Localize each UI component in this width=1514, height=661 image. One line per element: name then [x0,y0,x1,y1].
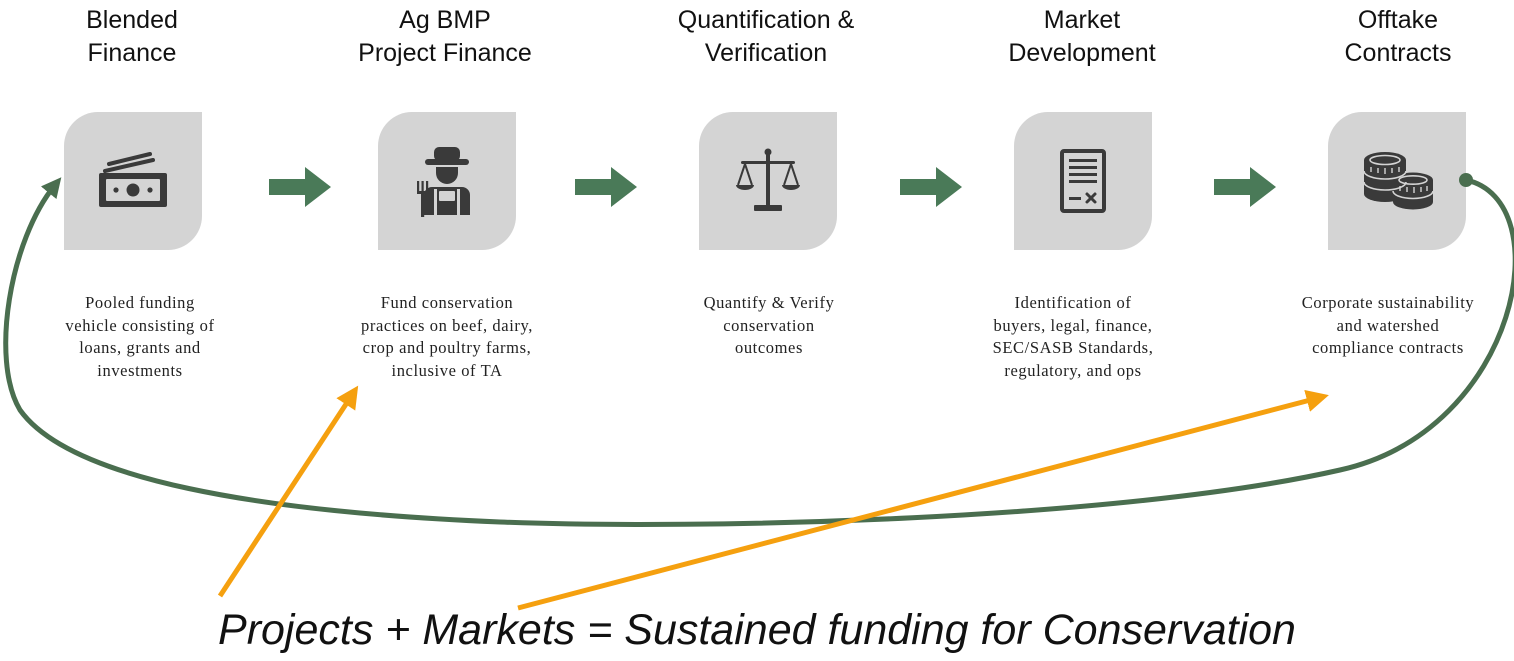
stage-tile-market-development [1014,112,1152,250]
loop-start-dot [1459,173,1473,187]
desc-line: buyers, legal, finance, [993,315,1153,335]
money-icon [99,152,167,207]
stage-title-market-development: Market Development [952,4,1212,70]
desc-line: and watershed [1336,315,1440,335]
stage-tile-blended-finance [64,112,202,250]
flow-arrow-right [269,167,331,207]
stage-desc-blended-finance: Pooled funding vehicle consisting of loa… [10,292,270,382]
stage-tile-quantification [699,112,837,250]
title-line: Development [1008,39,1156,67]
title-line: Offtake [1357,6,1439,34]
stage-desc-offtake-contracts: Corporate sustainability and watershed c… [1258,292,1514,360]
desc-line: Fund conservation [380,293,514,312]
farmer-icon [417,147,470,217]
desc-line: inclusive of TA [391,360,503,380]
stage-tile-offtake-contracts [1328,112,1466,250]
contract-icon [1060,149,1106,213]
desc-line: compliance contracts [1312,338,1464,357]
desc-line: Quantify & Verify [703,293,835,312]
desc-line: SEC/SASB Standards, [992,338,1154,357]
stage-title-quantification: Quantification & Verification [636,4,896,70]
stage-desc-market-development: Identification of buyers, legal, finance… [943,292,1203,382]
coins-icon [1363,152,1434,210]
desc-line: Identification of [1014,293,1132,312]
title-line: Market [1043,6,1121,34]
feedback-loop-arrow [3,177,1514,527]
scale-icon [736,148,800,211]
stage-tile-project-finance [378,112,516,250]
tagline: Projects + Markets = Sustained funding f… [218,606,1296,654]
stage-title-blended-finance: Blended Finance [2,4,262,70]
desc-line: outcomes [734,338,804,357]
title-line: Verification [704,39,828,67]
desc-line: investments [97,360,183,380]
desc-line: vehicle consisting of [65,315,215,335]
desc-line: loans, grants and [79,338,201,357]
stage-title-offtake-contracts: Offtake Contracts [1268,4,1514,70]
desc-line: crop and poultry farms, [362,338,532,357]
stage-title-project-finance: Ag BMP Project Finance [315,4,575,70]
flow-arrow-right [575,167,637,207]
desc-line: Pooled funding [85,293,195,312]
stage-desc-project-finance: Fund conservation practices on beef, dai… [317,292,577,382]
projects-highlight-arrow [217,385,359,598]
title-line: Quantification & [677,6,855,34]
desc-line: practices on beef, dairy, [361,315,533,335]
desc-line: conservation [723,315,815,335]
title-line: Finance [87,39,177,67]
markets-highlight-arrow [517,389,1329,611]
desc-line: regulatory, and ops [1004,360,1142,380]
title-line: Project Finance [358,39,532,67]
title-line: Blended [86,6,178,34]
flow-arrow-right [900,167,962,207]
flow-arrow-right [1214,167,1276,207]
stage-desc-quantification: Quantify & Verify conservation outcomes [639,292,899,360]
title-line: Contracts [1344,39,1452,67]
title-line: Ag BMP [399,6,491,34]
desc-line: Corporate sustainability [1301,293,1475,312]
